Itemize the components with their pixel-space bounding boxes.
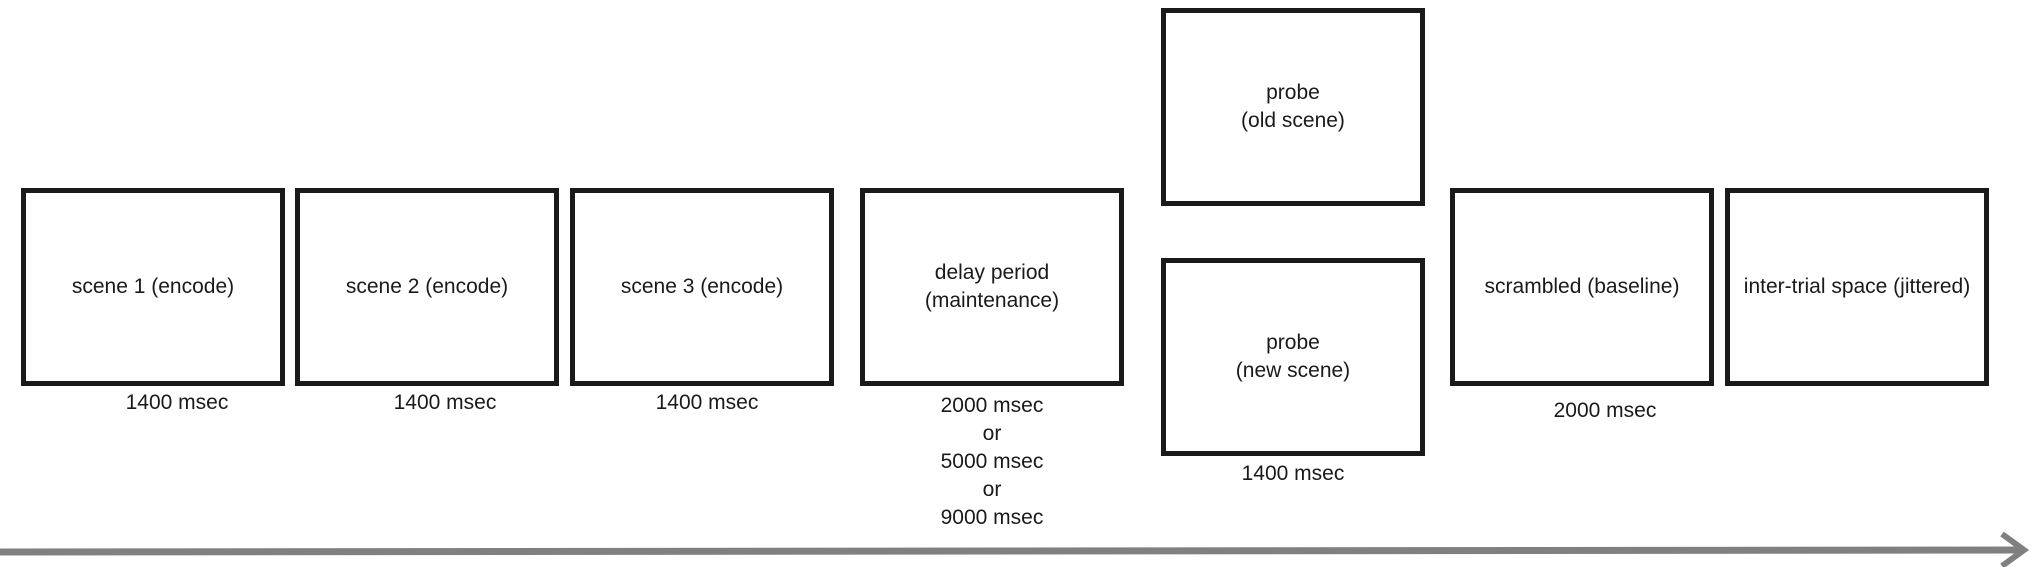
scene-3-label: scene 3 (encode) bbox=[620, 275, 784, 298]
scrambled-duration: 2000 msec bbox=[1553, 399, 1657, 422]
scrambled-box: scrambled (baseline) bbox=[1450, 188, 1714, 386]
time-arrow bbox=[0, 531, 2030, 567]
scene-2-duration: 1400 msec bbox=[393, 391, 497, 414]
scene-1-label: scene 1 (encode) bbox=[71, 275, 235, 298]
delay-duration-1: 2000 msec bbox=[940, 394, 1044, 417]
delay-duration-options: 2000 msec or 5000 msec or 9000 msec bbox=[842, 392, 1142, 532]
scrambled-label: scrambled (baseline) bbox=[1484, 275, 1680, 298]
delay-or-1: or bbox=[982, 422, 1002, 445]
scene-2-box: scene 2 (encode) bbox=[295, 188, 559, 386]
probe-new-label: probe (new scene) bbox=[1235, 331, 1351, 382]
scene-1-duration: 1400 msec bbox=[125, 391, 229, 414]
inter-trial-box: inter-trial space (jittered) bbox=[1725, 188, 1989, 386]
inter-trial-label: inter-trial space (jittered) bbox=[1743, 275, 1971, 298]
scene-3-box: scene 3 (encode) bbox=[570, 188, 834, 386]
delay-duration-2: 5000 msec bbox=[940, 450, 1044, 473]
probe-new-box: probe (new scene) bbox=[1161, 258, 1425, 456]
delay-period-box: delay period (maintenance) bbox=[860, 188, 1124, 386]
scene-3-duration: 1400 msec bbox=[655, 391, 759, 414]
delay-duration-3: 9000 msec bbox=[940, 506, 1044, 529]
probe-old-box: probe (old scene) bbox=[1161, 8, 1425, 206]
scene-2-label: scene 2 (encode) bbox=[345, 275, 509, 298]
scene-1-box: scene 1 (encode) bbox=[21, 188, 285, 386]
probe-duration: 1400 msec bbox=[1241, 462, 1345, 485]
delay-or-2: or bbox=[982, 478, 1002, 501]
delay-period-label: delay period (maintenance) bbox=[924, 261, 1060, 312]
probe-old-label: probe (old scene) bbox=[1241, 81, 1345, 132]
